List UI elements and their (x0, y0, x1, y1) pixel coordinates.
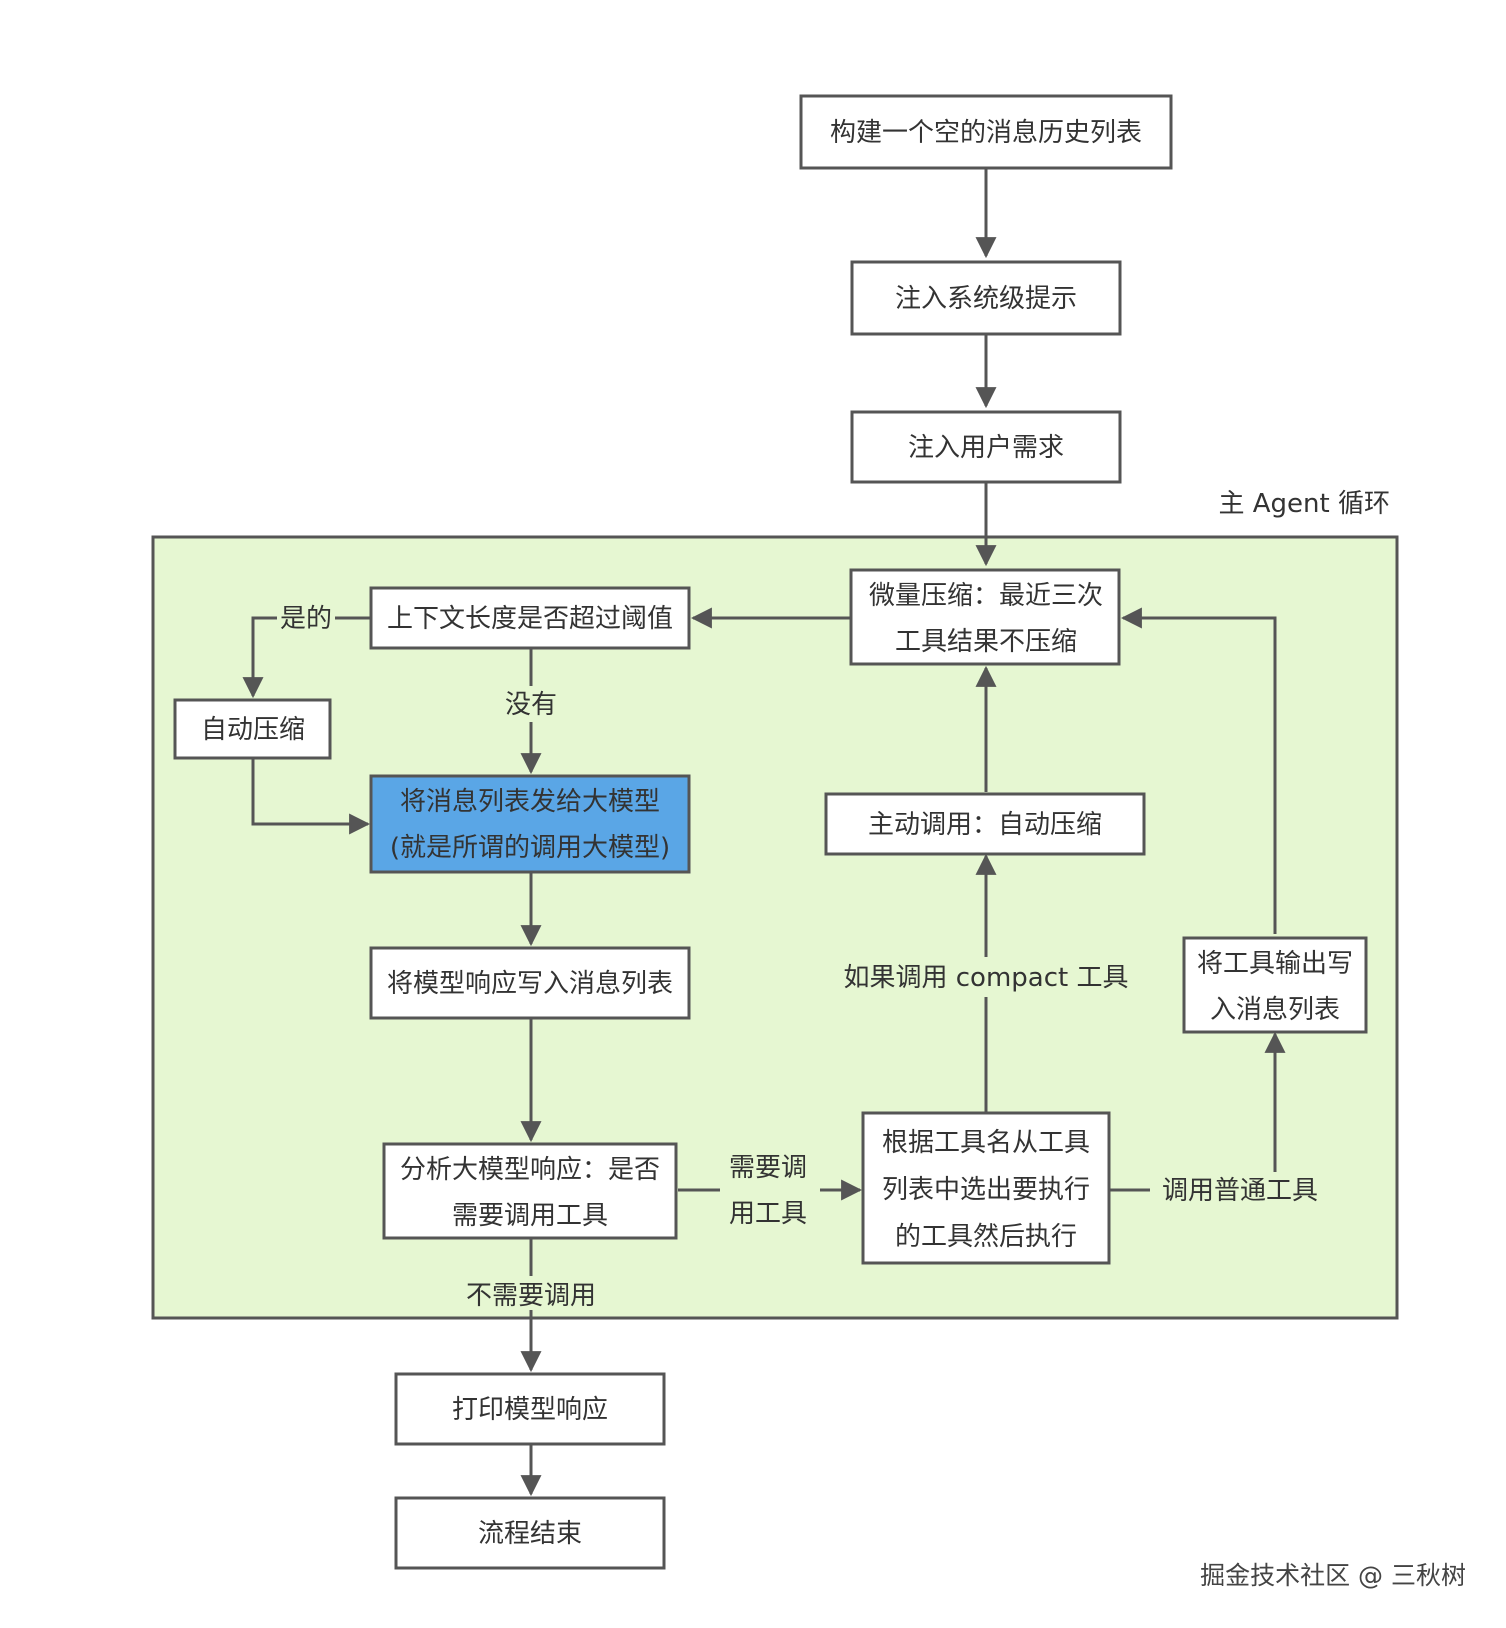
node-inject-system: 注入系统级提示 (850, 260, 1122, 336)
edge-label-yes: 是的 (280, 604, 332, 634)
edge-tooloutput-to-micro (1120, 607, 1277, 934)
watermark: 掘金技术社区 @ 三秋树 (1200, 1561, 1466, 1590)
node-context-check-text: 上下文长度是否超过阈值 (387, 604, 673, 634)
edge-label-need-tool-1: 需要调 (729, 1153, 807, 1183)
node-inject-system-text: 注入系统级提示 (895, 284, 1077, 314)
node-micro-compress-line2: 工具结果不压缩 (895, 627, 1077, 657)
node-select-tool-line1: 根据工具名从工具 (882, 1128, 1090, 1158)
node-write-tool-output-line1: 将工具输出写 (1197, 949, 1353, 979)
edge-label-compact-tool: 如果调用 compact 工具 (844, 963, 1129, 993)
node-analyze-response-line2: 需要调用工具 (452, 1201, 608, 1231)
node-write-tool-output: 将工具输出写 入消息列表 (1182, 936, 1368, 1034)
node-select-tool-line3: 的工具然后执行 (895, 1222, 1077, 1252)
node-active-call-text: 主动调用：自动压缩 (868, 810, 1102, 840)
node-print-response: 打印模型响应 (394, 1372, 666, 1446)
node-micro-compress-line1: 微量压缩：最近三次 (869, 581, 1103, 611)
node-write-response-text: 将模型响应写入消息列表 (387, 969, 673, 999)
container-label: 主 Agent 循环 (1219, 489, 1391, 519)
node-auto-compress: 自动压缩 (173, 698, 332, 760)
node-end-text: 流程结束 (478, 1519, 582, 1549)
node-build-history-text: 构建一个空的消息历史列表 (830, 118, 1142, 148)
node-send-to-model-line2: (就是所谓的调用大模型) (390, 833, 670, 863)
node-send-to-model: 将消息列表发给大模型 (就是所谓的调用大模型) (369, 774, 691, 874)
edge-label-normal-tool: 调用普通工具 (1162, 1176, 1318, 1206)
node-active-call: 主动调用：自动压缩 (824, 792, 1146, 856)
node-write-response: 将模型响应写入消息列表 (369, 946, 691, 1020)
node-select-tool: 根据工具名从工具 列表中选出要执行 的工具然后执行 (861, 1111, 1111, 1265)
edge-labels: 是的 没有 需要调 用工具 如果调用 compact 工具 调用普通工具 不需要… (277, 600, 1330, 1311)
edge-label-no-need: 不需要调用 (466, 1281, 596, 1311)
node-inject-user-text: 注入用户需求 (908, 433, 1064, 463)
node-context-check: 上下文长度是否超过阈值 (369, 586, 691, 650)
edge-auto-to-send (251, 758, 371, 835)
node-build-history: 构建一个空的消息历史列表 (799, 94, 1173, 170)
edge-label-no: 没有 (505, 690, 557, 720)
node-inject-user: 注入用户需求 (850, 410, 1122, 484)
node-end: 流程结束 (394, 1496, 666, 1570)
node-analyze-response: 分析大模型响应：是否 需要调用工具 (382, 1142, 678, 1240)
node-analyze-response-line1: 分析大模型响应：是否 (400, 1155, 660, 1185)
node-micro-compress: 微量压缩：最近三次 工具结果不压缩 (849, 568, 1121, 666)
node-select-tool-line2: 列表中选出要执行 (882, 1175, 1090, 1205)
node-send-to-model-line1: 将消息列表发给大模型 (400, 787, 660, 817)
node-auto-compress-text: 自动压缩 (201, 715, 305, 745)
node-write-tool-output-line2: 入消息列表 (1210, 995, 1340, 1025)
node-print-response-text: 打印模型响应 (452, 1395, 608, 1425)
edge-label-need-tool-2: 用工具 (729, 1199, 807, 1229)
